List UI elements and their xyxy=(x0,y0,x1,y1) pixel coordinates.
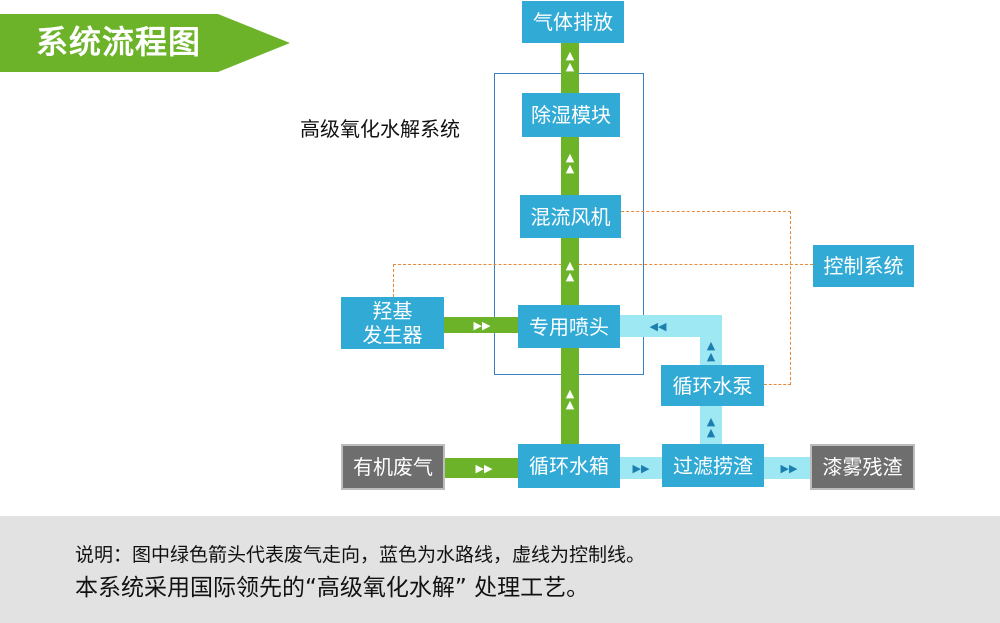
node-nozzle: 专用喷头 xyxy=(518,305,620,348)
node-pump: 循环水泵 xyxy=(661,365,764,406)
control-line-generator-drop xyxy=(393,264,394,297)
gas-pipe-tank-nozzle xyxy=(561,348,579,444)
footer-panel xyxy=(0,516,1000,623)
node-exhaust: 气体排放 xyxy=(522,1,624,43)
water-pipe-filter-pump xyxy=(700,406,722,444)
gas-pipe-nozzle-fan xyxy=(561,238,579,305)
node-filter: 过滤捞渣 xyxy=(662,444,764,487)
node-mixed-fan: 混流风机 xyxy=(520,195,621,238)
control-line-generator xyxy=(393,264,813,265)
node-organic-gas: 有机废气 xyxy=(341,444,445,490)
title-banner xyxy=(0,14,290,72)
system-label: 高级氧化水解系统 xyxy=(300,117,460,141)
page-title: 系统流程图 xyxy=(36,23,202,61)
water-pipe-filter-residue xyxy=(764,457,810,479)
node-hydroxyl-generator: 羟基 发生器 xyxy=(341,297,444,349)
node-control-system: 控制系统 xyxy=(813,245,914,287)
node-residue: 漆雾残渣 xyxy=(810,444,915,490)
gas-pipe-organic-tank xyxy=(445,458,520,478)
gas-pipe-dehumidifier-exhaust xyxy=(561,43,579,93)
node-hydroxyl-generator-line2: 发生器 xyxy=(362,323,423,347)
legend-note: 说明：图中绿色箭头代表废气走向，蓝色为水路线，虚线为控制线。 xyxy=(75,544,646,566)
control-line-vertical xyxy=(790,211,791,385)
node-tank: 循环水箱 xyxy=(518,444,620,488)
water-pipe-tank-filter xyxy=(620,457,662,479)
gas-pipe-generator-nozzle xyxy=(444,317,520,333)
process-note: 本系统采用国际领先的“高级氧化水解” 处理工艺。 xyxy=(75,575,590,601)
node-dehumidifier: 除湿模块 xyxy=(522,93,620,137)
gas-pipe-fan-dehumidifier xyxy=(561,137,579,195)
control-line-fan xyxy=(621,211,791,212)
node-hydroxyl-generator-line1: 羟基 xyxy=(372,299,413,323)
water-pipe-pump-nozzle-vertical xyxy=(700,315,722,365)
control-line-pump xyxy=(764,384,791,385)
water-pipe-pump-nozzle-horizontal xyxy=(620,315,722,337)
